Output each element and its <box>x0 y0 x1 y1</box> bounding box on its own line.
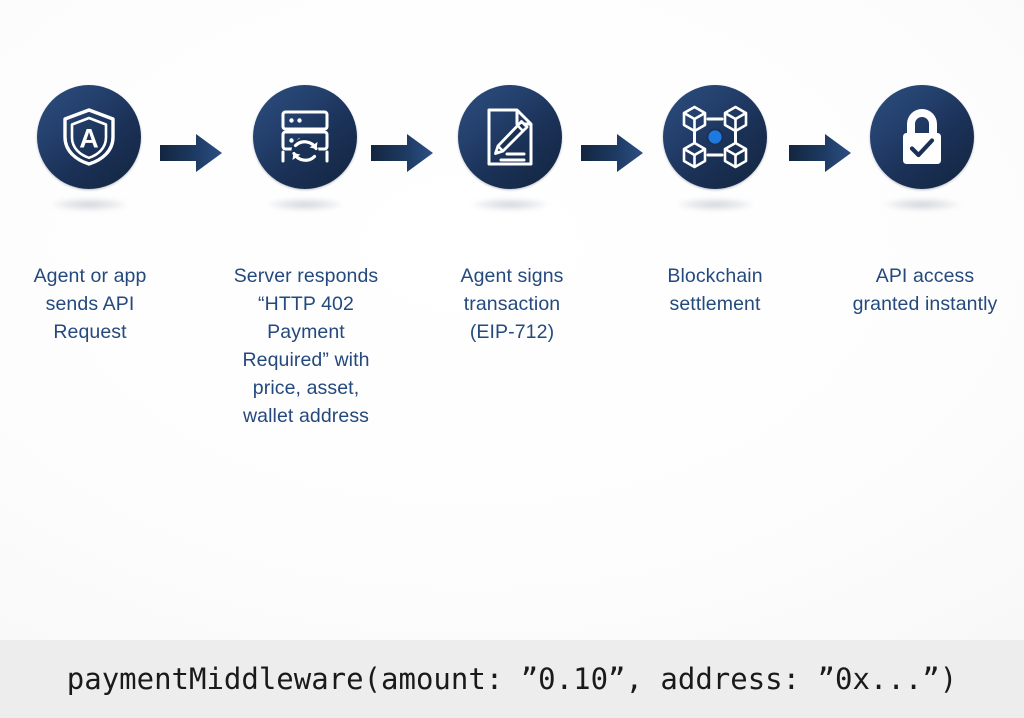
step-3-circle[interactable] <box>458 85 562 189</box>
label-line: settlement <box>669 293 761 315</box>
flow-step-4[interactable] <box>663 85 769 217</box>
code-bar: paymentMiddleware(amount: ”0.10”, addres… <box>0 640 1024 718</box>
shield-a-icon: A <box>60 106 118 168</box>
flow-arrow-1 <box>160 132 222 174</box>
flow-step-3-label: Agent signs transaction (EIP-712) <box>436 262 588 346</box>
label-line: granted instantly <box>852 293 998 315</box>
label-line: Agent or app <box>33 265 147 287</box>
label-line: Required” with <box>242 349 370 371</box>
label-line: (EIP-712) <box>469 321 555 343</box>
flow-step-3[interactable] <box>458 85 564 217</box>
step-1-circle[interactable]: A <box>37 85 141 189</box>
label-line: wallet address <box>242 405 370 427</box>
flow-step-5[interactable] <box>870 85 976 217</box>
arrow-right-icon <box>160 134 222 172</box>
flow-arrow-2 <box>371 132 433 174</box>
label-line: Payment <box>267 321 345 343</box>
step-5-circle[interactable] <box>870 85 974 189</box>
arrow-right-icon <box>581 134 643 172</box>
label-line: sends API <box>45 293 135 315</box>
flow-arrow-3 <box>581 132 643 174</box>
circle-shadow <box>51 198 127 211</box>
label-line: Agent signs <box>460 265 564 287</box>
blockchain-nodes-icon <box>681 104 749 170</box>
code-snippet: paymentMiddleware(amount: ”0.10”, addres… <box>66 662 958 696</box>
flow-step-1[interactable]: A <box>37 85 143 217</box>
process-flow: A <box>0 85 1024 225</box>
server-sync-icon <box>274 106 336 168</box>
label-line: transaction <box>463 293 561 315</box>
circle-shadow <box>472 198 548 211</box>
label-line: Server responds <box>233 265 379 287</box>
label-line: “HTTP 402 <box>258 293 354 315</box>
arrow-right-icon <box>789 134 851 172</box>
step-2-circle[interactable] <box>253 85 357 189</box>
padlock-check-icon <box>894 106 950 168</box>
flow-step-2-label: Server responds “HTTP 402 Payment Requir… <box>230 262 382 430</box>
svg-text:A: A <box>79 124 99 154</box>
document-pen-icon <box>481 106 539 168</box>
step-4-circle[interactable] <box>663 85 767 189</box>
circle-shadow <box>884 198 960 211</box>
flow-labels: Agent or app sends API Request Server re… <box>0 262 1024 462</box>
circle-shadow <box>267 198 343 211</box>
arrow-right-icon <box>371 134 433 172</box>
label-line: Blockchain <box>667 265 763 287</box>
label-line: price, asset, <box>252 377 360 399</box>
flow-step-1-label: Agent or app sends API Request <box>14 262 166 346</box>
circle-shadow <box>677 198 753 211</box>
label-line: API access <box>875 265 975 287</box>
label-line: Request <box>53 321 127 343</box>
flow-arrow-4 <box>789 132 851 174</box>
flow-step-2[interactable] <box>253 85 359 217</box>
flow-step-4-label: Blockchain settlement <box>639 262 791 318</box>
flow-step-5-label: API access granted instantly <box>845 262 1005 318</box>
